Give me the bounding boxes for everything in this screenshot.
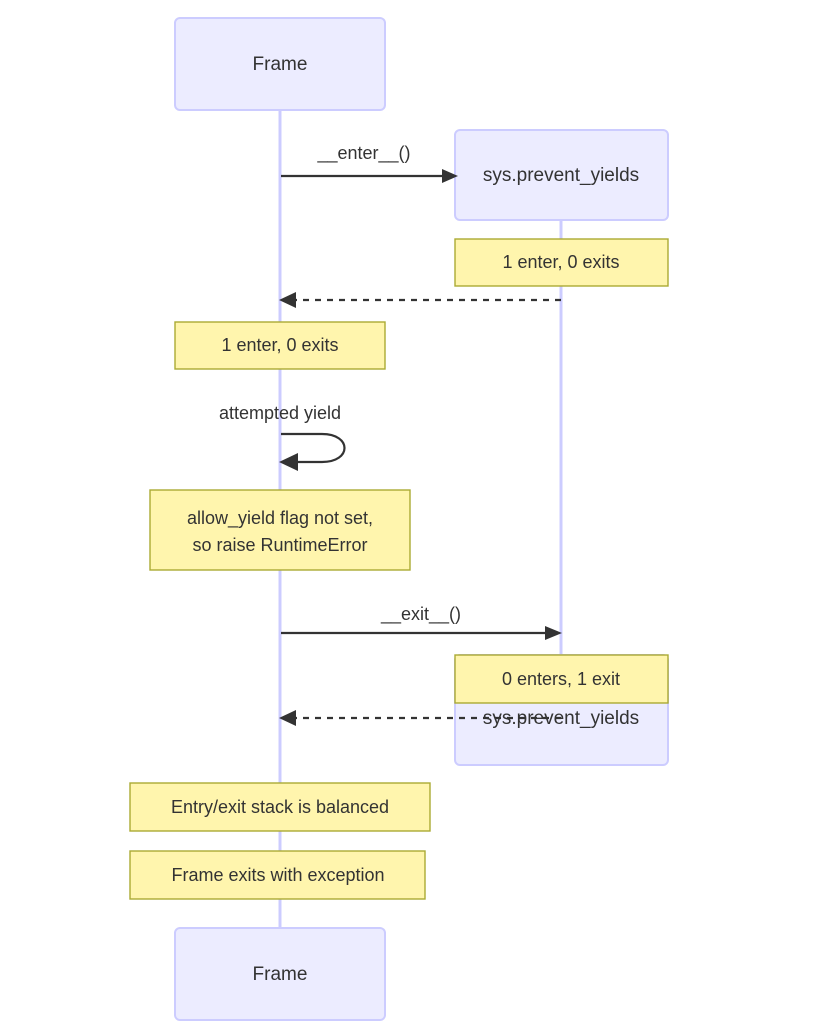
- note-text-allow-yield-flag-line1: allow_yield flag not set,: [187, 508, 373, 529]
- note-box-0-enters-1-exit: [454, 654, 669, 704]
- note-entry-exit-balanced: Entry/exit stack is balanced: [129, 782, 431, 832]
- arrowhead-left-enter-return: [279, 292, 296, 308]
- message-loop-attempted-yield: [281, 432, 346, 464]
- message-enter[interactable]: __enter__(): [281, 143, 458, 183]
- arrowhead-right-enter: [442, 169, 458, 183]
- note-1-enter-0-exits-left: 1 enter, 0 exits: [174, 321, 386, 370]
- actor-box-frame-top[interactable]: [174, 17, 386, 111]
- note-frame-exits-exception: Frame exits with exception: [129, 850, 426, 900]
- message-label-attempted-yield: attempted yield: [219, 403, 341, 423]
- note-text-1-enter-0-exits-left: 1 enter, 0 exits: [221, 335, 338, 355]
- actor-label-sys-prevent-yields-top: sys.prevent_yields: [483, 165, 639, 186]
- message-label-exit: __exit__(): [380, 604, 461, 625]
- note-1-enter-0-exits-right: 1 enter, 0 exits: [454, 238, 669, 287]
- actor-box-frame-bottom[interactable]: [174, 927, 386, 1021]
- actor-label-frame-top: Frame: [253, 54, 308, 75]
- actor-frame-top[interactable]: Frame: [174, 17, 386, 111]
- note-text-frame-exits-exception: Frame exits with exception: [171, 865, 384, 885]
- message-exit-return[interactable]: [279, 710, 561, 726]
- actor-label-frame-bottom: Frame: [253, 964, 308, 985]
- arrowhead-right-exit: [545, 626, 562, 640]
- actor-sys-prevent-yields-top[interactable]: sys.prevent_yields: [454, 129, 669, 221]
- message-enter-return[interactable]: [279, 292, 561, 308]
- note-allow-yield-flag: allow_yield flag not set, so raise Runti…: [149, 489, 411, 571]
- note-0-enters-1-exit: 0 enters, 1 exit: [454, 654, 669, 704]
- actor-frame-bottom[interactable]: Frame: [174, 927, 386, 1021]
- message-exit[interactable]: __exit__(): [281, 604, 562, 640]
- note-text-1-enter-0-exits-right: 1 enter, 0 exits: [502, 252, 619, 272]
- note-text-allow-yield-flag-line2: so raise RuntimeError: [192, 535, 367, 555]
- message-label-enter: __enter__(): [316, 143, 410, 164]
- note-box-frame-exits-exception: [129, 850, 426, 900]
- arrowhead-left-exit-return: [279, 710, 296, 726]
- note-box-1-enter-0-exits-left: [174, 321, 386, 370]
- note-text-0-enters-1-exit: 0 enters, 1 exit: [502, 669, 620, 689]
- note-box-1-enter-0-exits-right: [454, 238, 669, 287]
- note-box-entry-exit-balanced: [129, 782, 431, 832]
- note-text-entry-exit-balanced: Entry/exit stack is balanced: [171, 797, 389, 817]
- note-box-allow-yield-flag: [149, 489, 411, 571]
- message-attempted-yield[interactable]: attempted yield: [219, 403, 346, 471]
- arrowhead-left-attempted-yield: [279, 453, 298, 471]
